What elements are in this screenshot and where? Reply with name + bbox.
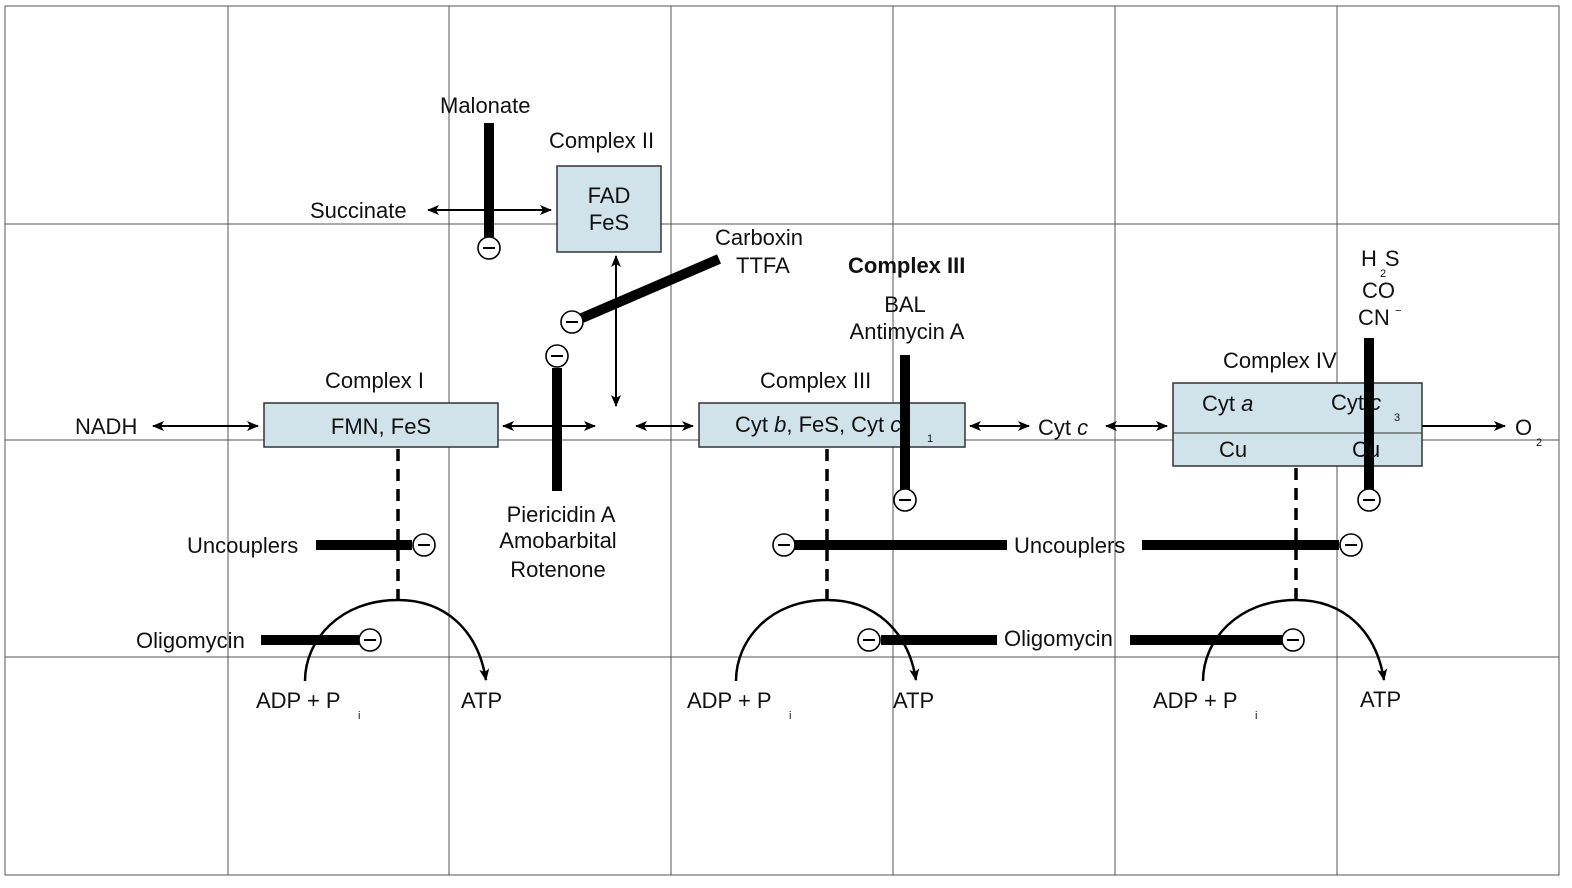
- complex-ii-fes: FeS: [589, 210, 629, 235]
- minus-circle-icon: [1281, 628, 1305, 652]
- uncouplers-left-label: Uncouplers: [187, 533, 298, 558]
- antimycin-label: Antimycin A: [850, 319, 965, 344]
- pi-middle-sub: i: [789, 710, 791, 722]
- h2s-sub: 2: [1380, 268, 1386, 280]
- complex-ii: Complex II FAD FeS: [549, 128, 662, 253]
- carboxin-bar: [580, 254, 721, 323]
- minus-circle-icon: [545, 344, 569, 368]
- complex-ii-box: [556, 165, 662, 253]
- minus-circle-icon: [358, 628, 382, 652]
- complex-i-fmn-fes: FMN, FeS: [331, 414, 431, 439]
- o2-label: O: [1515, 415, 1532, 440]
- rotenone-label: Rotenone: [510, 557, 605, 582]
- pi-right-sub: i: [1255, 710, 1257, 722]
- cyt-c3-sub: 3: [1394, 412, 1400, 424]
- complex-iv-title: Complex IV: [1223, 348, 1337, 373]
- piericidin-label: Piericidin A: [507, 502, 616, 527]
- cyt-c-label: Cyt c: [1038, 415, 1088, 440]
- succinate-label: Succinate: [310, 198, 407, 223]
- oligomycin-right-label: Oligomycin: [1004, 626, 1113, 651]
- amobarbital-label: Amobarbital: [499, 528, 616, 553]
- malonate-label: Malonate: [440, 93, 531, 118]
- complex-iii-box: [698, 402, 966, 448]
- minus-circle-icon: [857, 628, 881, 652]
- cu-left-label: Cu: [1219, 437, 1247, 462]
- complex-iii-c1-sub: 1: [927, 433, 933, 445]
- nadh-label: NADH: [75, 414, 137, 439]
- cyt-c3-label: Cyt c: [1331, 390, 1381, 415]
- bal-label: BAL: [884, 292, 926, 317]
- cn-label: CN: [1358, 305, 1390, 330]
- cyt-a-label: Cyt a: [1202, 391, 1253, 416]
- minus-circle-icon: [560, 310, 584, 334]
- co-label: CO: [1362, 278, 1395, 303]
- uncouplers-right-label: Uncouplers: [1014, 533, 1125, 558]
- inhibition-markers: [358, 236, 1381, 652]
- complex-ii-fad: FAD: [588, 183, 631, 208]
- complex-i-title: Complex I: [325, 368, 424, 393]
- minus-circle-icon: [1339, 533, 1363, 557]
- adp-pi-middle: ADP + P: [687, 688, 772, 713]
- minus-circle-icon: [772, 533, 796, 557]
- atp-right: ATP: [1360, 687, 1401, 712]
- carboxin-label: Carboxin: [715, 225, 803, 250]
- minus-circle-icon: [1357, 488, 1381, 512]
- atp-left: ATP: [461, 688, 502, 713]
- atp-middle: ATP: [893, 688, 934, 713]
- minus-circle-icon: [477, 236, 501, 260]
- adp-pi-right: ADP + P: [1153, 688, 1238, 713]
- complex-iv-box: [1172, 382, 1423, 467]
- minus-circle-icon: [412, 533, 436, 557]
- minus-circle-icon: [893, 488, 917, 512]
- oligomycin-left-label: Oligomycin: [136, 628, 245, 653]
- complex-i-box: [263, 402, 499, 448]
- complex-ii-title: Complex II: [549, 128, 654, 153]
- complex-iii-title: Complex III: [760, 368, 871, 393]
- adp-pi-left: ADP + P: [256, 688, 341, 713]
- complex-i-atp-curve: [303, 598, 490, 682]
- ttfa-label: TTFA: [736, 253, 790, 278]
- o2-sub: 2: [1536, 437, 1542, 449]
- complex-iii-upper-title: Complex III: [848, 253, 965, 278]
- complex-iv-atp-curve: [1201, 598, 1388, 682]
- cn-sup: −: [1395, 305, 1401, 317]
- cu-right-label: Cu: [1352, 437, 1380, 462]
- complex-iii-box-text: Cyt b, FeS, Cyt c: [735, 412, 901, 437]
- pi-left-sub: i: [358, 710, 360, 722]
